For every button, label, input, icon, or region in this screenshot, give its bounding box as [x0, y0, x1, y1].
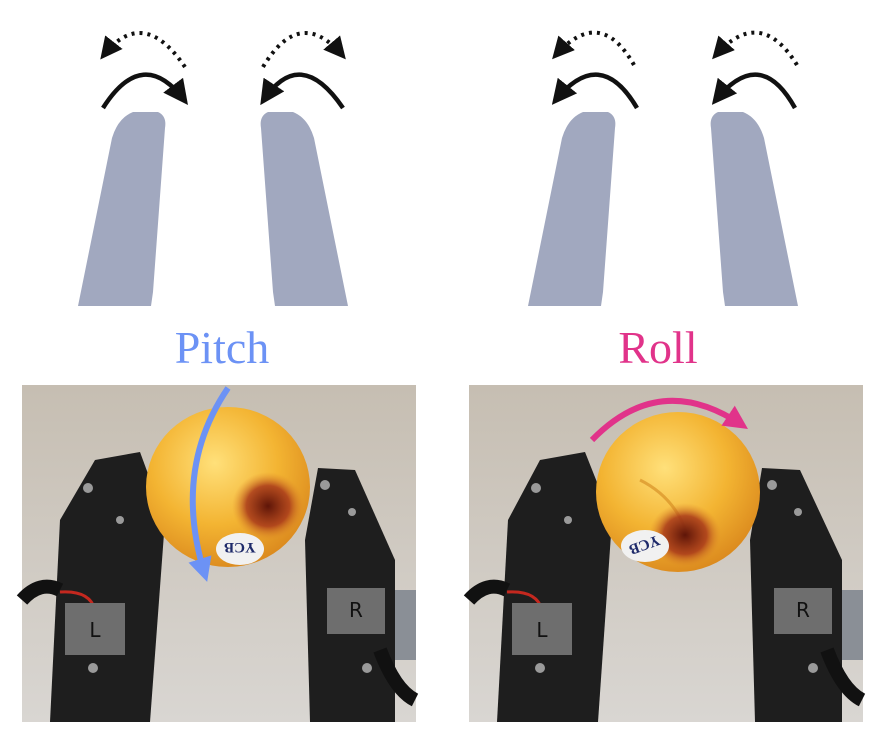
curved-arrow-solid-icon	[260, 72, 345, 110]
left-tape-label	[512, 603, 572, 655]
pitch-caption: Pitch	[175, 322, 270, 373]
ycb-logo-text: YCB	[224, 539, 256, 555]
right-tape-text: R	[349, 598, 363, 622]
roll-arrow-icon	[589, 397, 748, 443]
right-finger	[260, 112, 348, 306]
roll-diagram	[528, 30, 799, 306]
left-tape-text: L	[89, 618, 101, 642]
roll-caption: Roll	[618, 322, 697, 373]
curved-arrow-solid-icon	[711, 72, 797, 110]
left-tape-label	[65, 603, 125, 655]
right-tape-label	[327, 588, 385, 634]
ycb-sticker	[621, 530, 669, 562]
cable	[373, 647, 419, 707]
pitch-arrow-icon	[188, 386, 231, 582]
curved-arrow-dotted-icon	[100, 30, 187, 69]
roll-photo: L R YCB	[463, 385, 866, 722]
cable	[820, 647, 866, 707]
right-tape-label	[774, 588, 832, 634]
right-finger	[710, 112, 798, 306]
left-tape-text: L	[536, 618, 548, 642]
left-finger	[78, 112, 166, 306]
curved-arrow-solid-icon	[101, 72, 188, 110]
curved-arrow-dotted-icon	[712, 30, 799, 67]
left-finger	[528, 112, 616, 306]
pitch-photo: L R YCB	[16, 385, 419, 722]
pitch-diagram	[78, 30, 348, 306]
right-tape-text: R	[796, 598, 810, 622]
curved-arrow-dotted-icon	[552, 30, 636, 66]
curved-arrow-solid-icon	[551, 72, 639, 110]
curved-arrow-dotted-icon	[261, 30, 346, 69]
ycb-sticker	[216, 533, 264, 565]
cable	[463, 579, 511, 605]
cable	[16, 579, 64, 605]
